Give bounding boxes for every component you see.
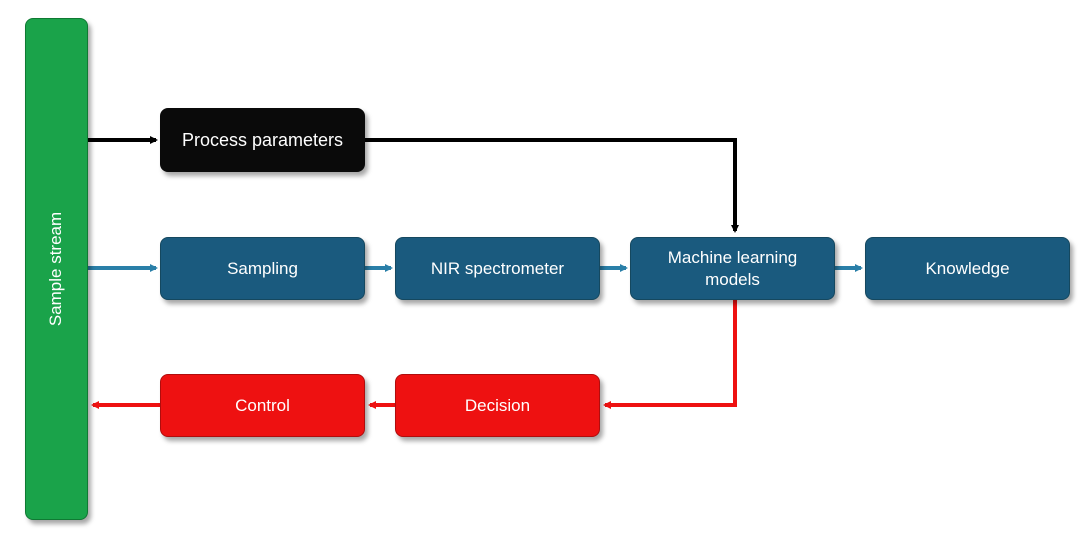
sample-stream-bar: Sample stream [25,18,88,520]
sampling-label: Sampling [227,258,298,278]
decision-box: Decision [395,374,600,437]
arrow-ml-models-to-decision [603,300,737,409]
knowledge-box: Knowledge [865,237,1070,300]
arrow-process-parameters-to-ml-models [365,138,739,233]
machine-learning-models-label: Machine learning models [667,247,798,289]
knowledge-label: Knowledge [925,258,1010,278]
control-box: Control [160,374,365,437]
sampling-box: Sampling [160,237,365,300]
sample-stream-label: Sample stream [46,211,66,327]
process-parameters-box: Process parameters [160,108,365,172]
machine-learning-models-box: Machine learning models [630,237,835,300]
nir-spectrometer-box: NIR spectrometer [395,237,600,300]
decision-label: Decision [464,395,531,415]
nir-spectrometer-label: NIR spectrometer [430,258,565,278]
process-parameters-label: Process parameters [181,130,344,150]
control-label: Control [235,395,290,415]
